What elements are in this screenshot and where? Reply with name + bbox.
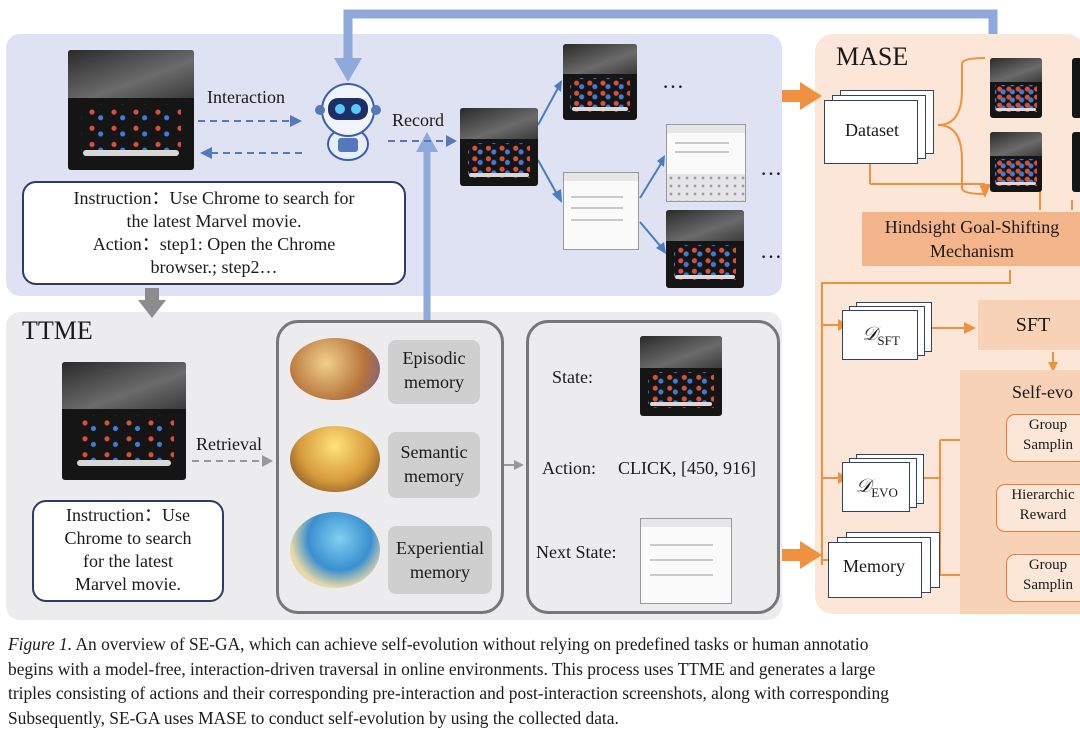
instruction-line-2: the latest Marvel movie. (126, 211, 302, 231)
dataset-label: Dataset (845, 120, 899, 140)
ellipsis-3: … (760, 238, 782, 263)
caption-prefix: Figure 1. (8, 634, 73, 654)
sft-label: SFT (1015, 314, 1051, 336)
ellipsis-1: … (662, 68, 684, 93)
mase-screenshot-1b (1072, 58, 1080, 118)
dsft-stack: 𝒟SFT (842, 302, 934, 360)
next-state-label: Next State: (536, 542, 617, 562)
devo-label: 𝒟EVO (856, 476, 898, 500)
instruction-line-1: Instruction：Use Chrome to search for (73, 188, 355, 208)
ellipsis-2: … (760, 155, 782, 180)
sft-box: SFT (978, 300, 1080, 350)
action-label: Action: (542, 458, 596, 478)
action-line-1: Action：step1: Open the Chrome (92, 234, 336, 254)
memory-stack: Memory (828, 532, 944, 598)
self-evo-label: Self-evo (1012, 382, 1073, 402)
semantic-memory-icon (290, 426, 380, 492)
hindsight-goal-shifting-box: Hindsight Goal-Shifting Mechanism (862, 212, 1080, 266)
hierarchical-reward-box: Hierarchic Reward (996, 484, 1080, 532)
figure-caption: Figure 1. An overview of SE-GA, which ca… (8, 632, 1080, 730)
robot-agent-icon (312, 80, 384, 162)
experiential-memory-icon (290, 512, 380, 588)
hgs-line-2: Mechanism (930, 241, 1014, 261)
group-sampling-2-box: Group Samplin (1006, 554, 1080, 602)
group-sampling-1-box: Group Samplin (1006, 414, 1080, 462)
mase-screenshot-1 (990, 58, 1042, 118)
ttme-instruction-box: Instruction：Use Chrome to search for the… (32, 500, 224, 602)
ttme-screenshot (62, 362, 186, 480)
mase-screenshot-2b (1072, 132, 1080, 192)
gs2-line-2: Samplin (1022, 577, 1073, 593)
semantic-memory-label: Semantic memory (388, 432, 480, 498)
action-line-2: browser.; step2… (150, 257, 278, 277)
interaction-label: Interaction (207, 87, 285, 107)
ttme-instruction-line-1: Instruction：Use (66, 505, 190, 525)
episodic-line-1: Episodic (402, 348, 466, 368)
episodic-memory-icon (290, 338, 380, 400)
dsft-label: 𝒟SFT (862, 324, 900, 348)
ttme-instruction-line-2: Chrome to search (64, 528, 192, 548)
tree-screenshot-4 (666, 210, 744, 288)
tree-screenshot-3 (666, 124, 746, 202)
caption-line-4: Subsequently, SE-GA uses MASE to conduct… (8, 707, 619, 728)
mase-title: MASE (836, 42, 909, 71)
semantic-line-1: Semantic (400, 442, 468, 462)
hr-line-2: Reward (1019, 507, 1067, 523)
record-label: Record (392, 110, 444, 130)
devo-stack: 𝒟EVO (842, 454, 926, 512)
memory-label: Memory (843, 556, 905, 576)
mase-screenshot-2 (990, 132, 1042, 192)
next-state-screenshot (640, 518, 732, 604)
hgs-line-1: Hindsight Goal-Shifting (884, 217, 1060, 237)
episodic-memory-label: Episodic memory (388, 340, 480, 404)
ttme-instruction-line-4: Marvel movie. (75, 574, 181, 594)
episodic-line-2: memory (404, 372, 464, 392)
tree-screenshot-1 (563, 44, 637, 120)
caption-line-3: triples consisting of actions and their … (8, 683, 889, 703)
caption-line-2: begins with a model-free, interaction-dr… (8, 658, 876, 679)
gs2-line-1: Group (1028, 557, 1068, 573)
hr-line-1: Hierarchic (1011, 487, 1075, 503)
home-screenshot (68, 50, 194, 170)
tree-screenshot-2 (563, 172, 639, 250)
ttme-title: TTME (22, 316, 93, 345)
experiential-line-1: Experiential (396, 538, 484, 558)
dataset-stack: Dataset (822, 90, 940, 164)
recorded-screenshot (460, 108, 538, 186)
experiential-memory-label: Experiential memory (388, 526, 492, 594)
semantic-line-2: memory (404, 466, 464, 486)
instruction-action-box: Instruction：Use Chrome to search for the… (22, 181, 406, 285)
caption-line-1: An overview of SE-GA, which can achieve … (72, 634, 869, 654)
retrieval-label: Retrieval (196, 434, 262, 454)
ttme-instruction-line-3: for the latest (83, 551, 173, 571)
gs1-line-1: Group (1028, 417, 1068, 433)
state-label: State: (552, 367, 593, 387)
action-value: CLICK, [450, 916] (618, 458, 756, 478)
state-screenshot (640, 336, 722, 416)
gs1-line-2: Samplin (1022, 437, 1073, 453)
experiential-line-2: memory (410, 562, 470, 582)
